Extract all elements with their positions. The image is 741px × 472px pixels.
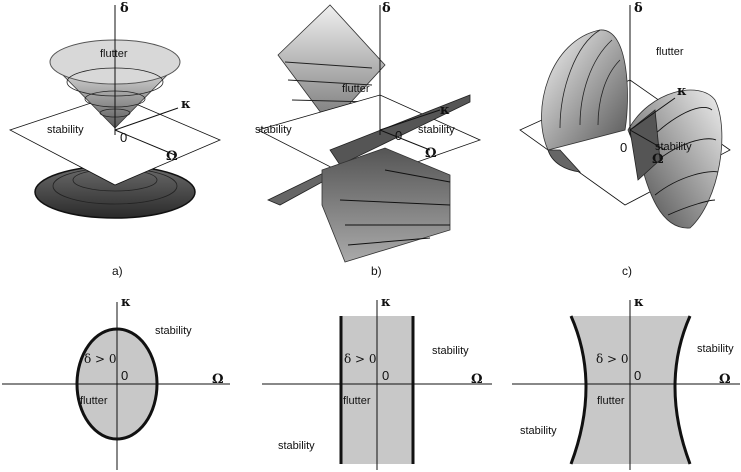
origin-label-c: 0 <box>620 140 627 155</box>
flutter-label-b2d: flutter <box>343 395 371 407</box>
stability-label-c3d: stability <box>655 141 692 153</box>
panel-a-3d: δ κ Ω 0 flutter stability <box>8 1 222 219</box>
flutter-label-a3d: flutter <box>100 48 128 60</box>
panel-b-3d: δ κ Ω 0 flutter stability stability <box>255 1 482 263</box>
delta-label-b: δ <box>382 1 391 16</box>
kappa-label-b: κ <box>440 103 450 118</box>
delta-positive-label-a2d: δ > 0 <box>84 352 117 366</box>
lower-sheet-surface <box>321 147 451 263</box>
flutter-label-c3d: flutter <box>656 46 684 58</box>
hourglass-boundary-left <box>569 315 588 465</box>
panel-c-2d: κ Ω 0 δ > 0 flutter stability stability <box>512 295 740 470</box>
flutter-label-a2d: flutter <box>80 395 108 407</box>
kappa-label-a2d: κ <box>121 295 131 310</box>
flutter-label-b3d: flutter <box>342 83 370 95</box>
kappa-axis-a <box>114 107 179 131</box>
omega-label-b2d: Ω <box>471 372 483 387</box>
stability-label-b2d-left: stability <box>278 440 315 452</box>
hourglass-boundary-right <box>673 315 692 465</box>
kappa-label-b2d: κ <box>381 295 391 310</box>
origin-label-c2d: 0 <box>634 368 641 383</box>
caption-a: a) <box>112 264 123 278</box>
right-lobe-surface <box>627 89 723 229</box>
kappa-label-c: κ <box>677 84 687 99</box>
stability-label-b3d-right: stability <box>418 124 455 136</box>
stability-label-c2d-right: stability <box>697 343 734 355</box>
delta-label-c: δ <box>634 1 643 16</box>
origin-label-a: 0 <box>120 130 127 145</box>
delta-label-a: δ <box>120 1 129 16</box>
caption-c: c) <box>622 264 632 278</box>
flutter-label-c2d: flutter <box>597 395 625 407</box>
stability-plane-a <box>8 94 222 186</box>
stability-label-b2d-right: stability <box>432 345 469 357</box>
omega-label-a2d: Ω <box>212 372 224 387</box>
panel-c-3d: δ κ Ω 0 flutter stability <box>519 1 731 229</box>
kappa-axis-c <box>629 97 676 131</box>
omega-label-c: Ω <box>652 152 664 167</box>
origin-label-a2d: 0 <box>121 368 128 383</box>
stability-label-b3d-left: stability <box>255 124 292 136</box>
omega-label-c2d: Ω <box>719 372 731 387</box>
kappa-label-a: κ <box>181 97 191 112</box>
omega-axis-a <box>114 129 176 156</box>
kappa-axis-b <box>379 109 441 131</box>
omega-axis-b <box>379 129 431 151</box>
panel-b-2d: κ Ω 0 δ > 0 flutter stability stability <box>262 295 492 470</box>
stability-label-a2d: stability <box>155 325 192 337</box>
omega-label-b: Ω <box>425 146 437 161</box>
omega-label-a: Ω <box>166 149 178 164</box>
delta-positive-label-b2d: δ > 0 <box>344 352 377 366</box>
kappa-label-c2d: κ <box>634 295 644 310</box>
origin-label-b: 0 <box>395 128 402 143</box>
delta-positive-label-c2d: δ > 0 <box>596 352 629 366</box>
origin-label-b2d: 0 <box>382 368 389 383</box>
left-lobe-surface <box>541 29 628 173</box>
right-sheet-surface <box>329 94 471 166</box>
caption-b: b) <box>371 264 382 278</box>
omega-axis-c <box>629 129 666 151</box>
panel-a-2d: κ Ω 0 δ > 0 flutter stability <box>2 295 230 470</box>
stability-label-c2d-left: stability <box>520 425 557 437</box>
stability-label-a3d: stability <box>47 124 84 136</box>
